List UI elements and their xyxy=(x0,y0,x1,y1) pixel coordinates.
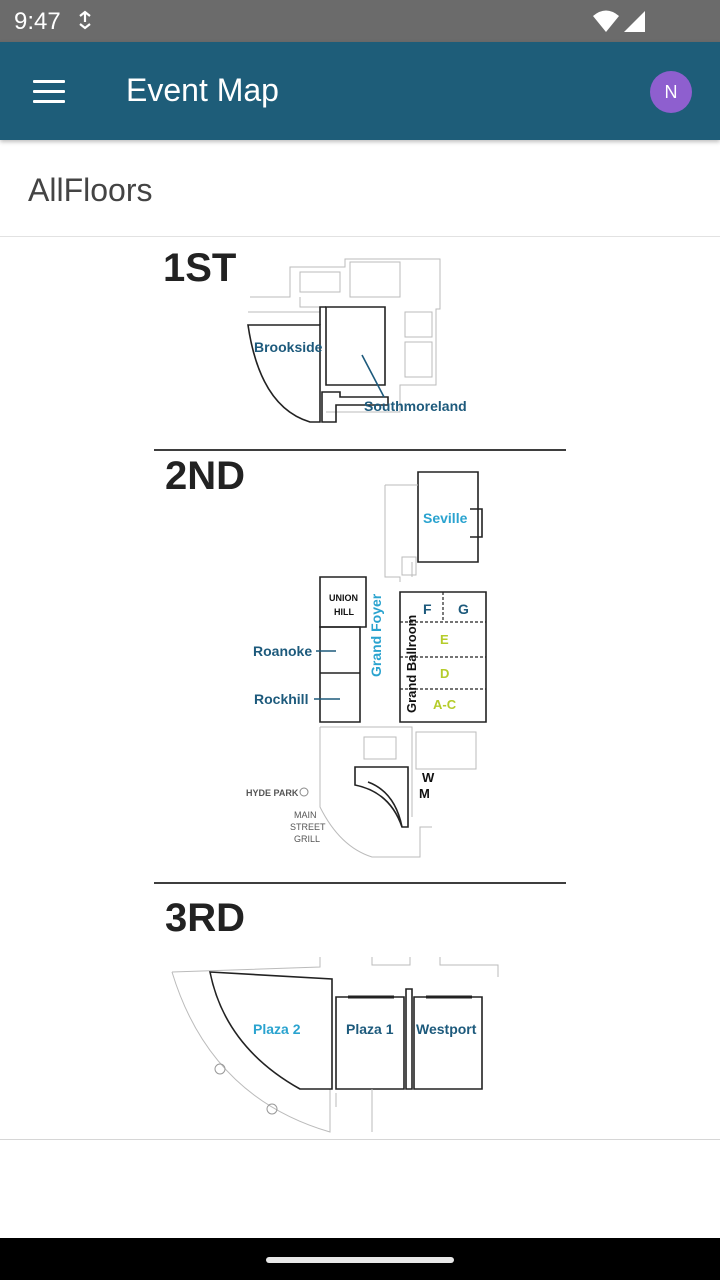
room-f[interactable]: F xyxy=(423,601,432,617)
room-southmoreland[interactable]: Southmoreland xyxy=(364,398,467,414)
wifi-icon xyxy=(593,10,619,32)
system-nav-bar xyxy=(0,1238,720,1280)
restroom-m[interactable]: M xyxy=(419,786,430,801)
floor-label-2nd: 2ND xyxy=(165,454,245,498)
app-bar: Event Map N xyxy=(0,42,720,140)
room-main: MAIN xyxy=(294,810,317,820)
room-d[interactable]: D xyxy=(440,666,449,681)
room-grill: GRILL xyxy=(294,834,320,844)
room-rockhill[interactable]: Rockhill xyxy=(254,691,308,707)
floor-label-1st: 1ST xyxy=(163,246,236,290)
room-street: STREET xyxy=(290,822,326,832)
restroom-w[interactable]: W xyxy=(422,770,435,785)
room-grand-foyer[interactable]: Grand Foyer xyxy=(368,593,384,677)
floor-filter[interactable]: AllFloors xyxy=(0,140,720,237)
room-grand-ballroom[interactable]: Grand Ballroom xyxy=(404,615,419,713)
room-roanoke[interactable]: Roanoke xyxy=(253,643,312,659)
room-hyde-park[interactable]: HYDE PARK xyxy=(246,788,299,798)
room-brookside[interactable]: Brookside xyxy=(254,339,323,355)
room-union[interactable]: UNION xyxy=(329,593,358,603)
hamburger-menu-icon[interactable] xyxy=(22,72,76,112)
avatar[interactable]: N xyxy=(650,71,692,113)
room-seville[interactable]: Seville xyxy=(423,510,468,526)
floor-filter-label: AllFloors xyxy=(28,172,153,208)
status-time: 9:47 xyxy=(14,8,61,35)
floor-plan-map[interactable]: 1ST Brookside Southmoreland 2ND xyxy=(0,237,720,1140)
floor-1st: 1ST Brookside Southmoreland xyxy=(163,246,467,423)
room-westport[interactable]: Westport xyxy=(416,1021,477,1037)
room-e[interactable]: E xyxy=(440,632,449,647)
sync-icon xyxy=(79,10,91,30)
floor-label-3rd: 3RD xyxy=(165,896,245,940)
room-plaza-1[interactable]: Plaza 1 xyxy=(346,1021,394,1037)
room-plaza-2[interactable]: Plaza 2 xyxy=(253,1021,301,1037)
floor-3rd: 3RD Plaza 2 Plaza 1 Westport xyxy=(165,896,499,1133)
event-map[interactable]: 1ST Brookside Southmoreland 2ND xyxy=(0,237,720,1140)
room-g[interactable]: G xyxy=(458,601,469,617)
status-bar: 9:47 xyxy=(0,0,720,42)
room-a-c[interactable]: A-C xyxy=(433,697,457,712)
signal-icon xyxy=(624,11,645,32)
home-handle[interactable] xyxy=(266,1257,454,1263)
room-hill[interactable]: HILL xyxy=(334,607,354,617)
floor-2nd: 2ND Seville UNION HILL Roanoke Rockhill … xyxy=(165,454,487,858)
page-title: Event Map xyxy=(126,72,279,108)
